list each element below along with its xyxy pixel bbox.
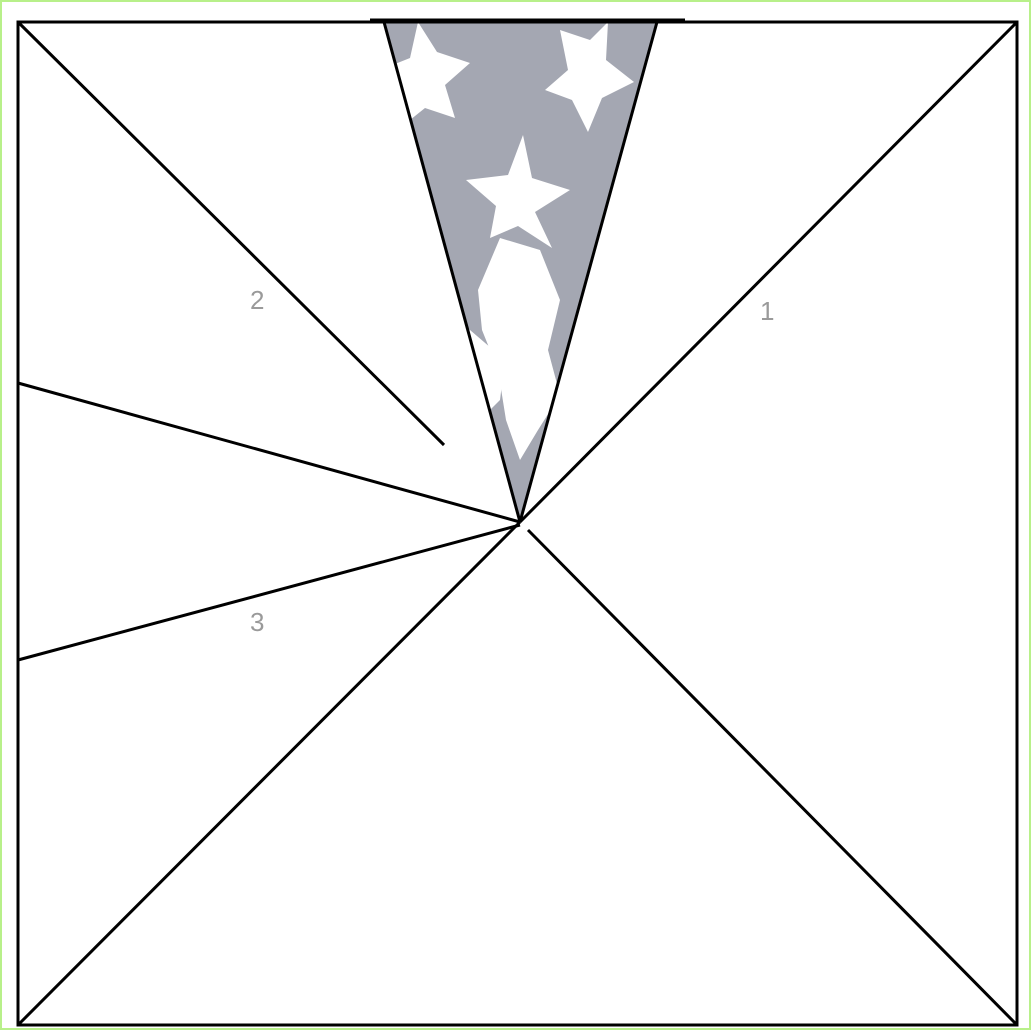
seam-left-lower [18,525,520,660]
piece-label-1: 1 [760,296,774,326]
diagonal-bottom-right-segment [528,530,1017,1025]
seam-left-upper [18,383,520,522]
diagonal-bottom-left-segment [18,522,520,1025]
piece-label-3: 3 [250,607,264,637]
diagonal-top-left-segment [18,22,444,445]
piece-label-2: 2 [250,285,264,315]
star-fabric-wedge [380,20,660,525]
